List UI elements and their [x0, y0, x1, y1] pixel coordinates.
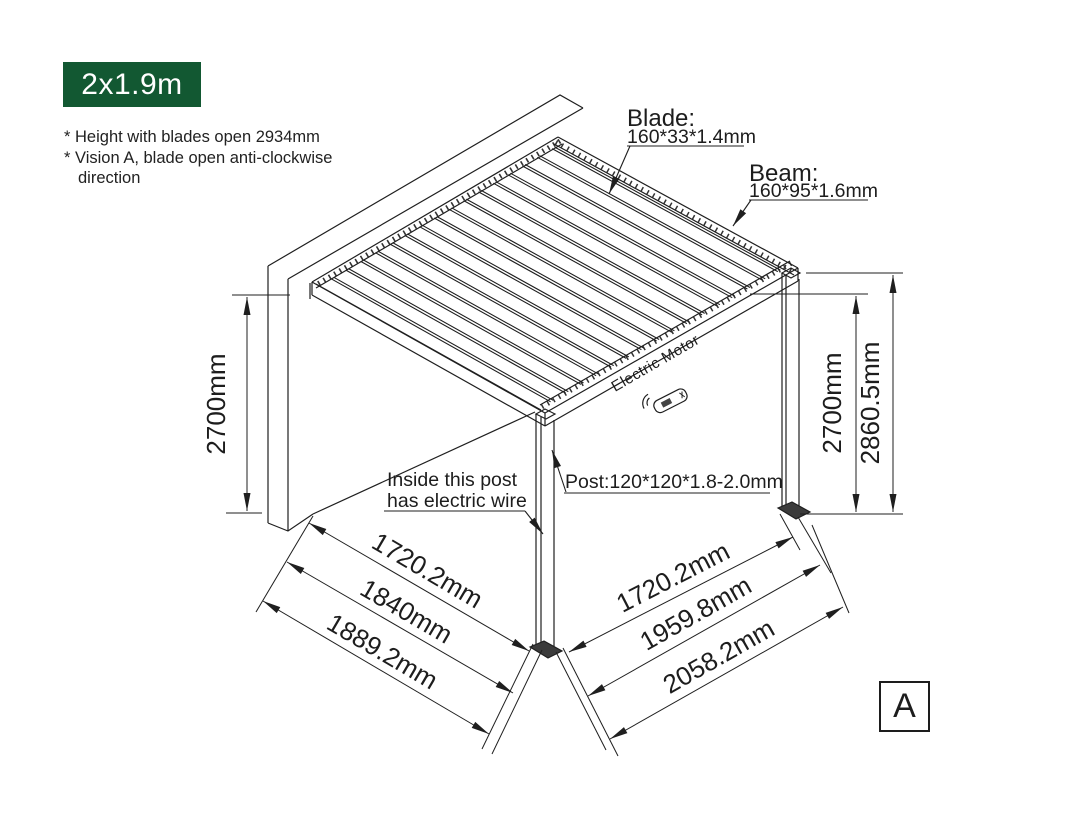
electric-wire-note-1: Inside this post — [387, 469, 518, 491]
louvered-roof — [311, 136, 802, 427]
dim-left-height — [226, 294, 290, 514]
right-corner-cap — [780, 267, 802, 279]
wall-panel — [267, 94, 584, 532]
notes-block: * Height with blades open 2934mm * Visio… — [64, 127, 332, 189]
dimension-lines — [226, 272, 903, 757]
blade-label-title: Blade: — [627, 105, 695, 132]
center-post-foot — [528, 640, 564, 659]
callouts — [384, 145, 868, 535]
dim-right-height-inner — [750, 293, 903, 515]
electric-wire-note-2: has electric wire — [387, 490, 527, 512]
roof-right-beam — [553, 136, 799, 276]
dim-bottom-left-group — [255, 515, 543, 755]
dim-text-right-inner: 2700mm — [817, 352, 847, 453]
blade-callout — [608, 145, 744, 195]
blade-label-size: 160*33*1.4mm — [627, 126, 756, 148]
dim-right-height-outer — [806, 272, 903, 512]
roof-back-edge — [311, 136, 563, 289]
beam-callout — [732, 199, 868, 227]
electric-wire-callout — [384, 510, 544, 535]
dim-text-right-outer: 2860.5mm — [855, 342, 885, 465]
roof-left-beam — [311, 281, 546, 427]
louver-blades — [330, 146, 781, 403]
right-post-foot — [776, 501, 812, 520]
center-post — [528, 414, 564, 659]
beam-label-size: 160*95*1.6mm — [749, 180, 878, 202]
dim-bottom-right-group — [555, 513, 850, 757]
note-line-1: * Height with blades open 2934mm — [64, 128, 320, 146]
roof-front-beam — [539, 260, 799, 427]
dim-text-left-height: 2700mm — [201, 353, 231, 454]
beam-label-title: Beam: — [749, 160, 818, 187]
right-post — [776, 273, 812, 520]
note-line-3: direction — [78, 169, 141, 187]
wall-base-edge — [312, 411, 536, 515]
blade-gutter-hatch — [314, 138, 796, 409]
view-label-box: A — [879, 681, 930, 732]
post-callout — [551, 449, 770, 494]
post-label: Post:120*120*1.8-2.0mm — [565, 471, 783, 493]
view-label: A — [893, 687, 916, 725]
remote-control-icon — [642, 388, 688, 414]
wireless-signal-icon — [642, 393, 650, 409]
front-corner-cap — [534, 408, 557, 420]
size-badge: 2x1.9m — [63, 62, 201, 107]
note-line-2: * Vision A, blade open anti-clockwise — [64, 148, 333, 167]
